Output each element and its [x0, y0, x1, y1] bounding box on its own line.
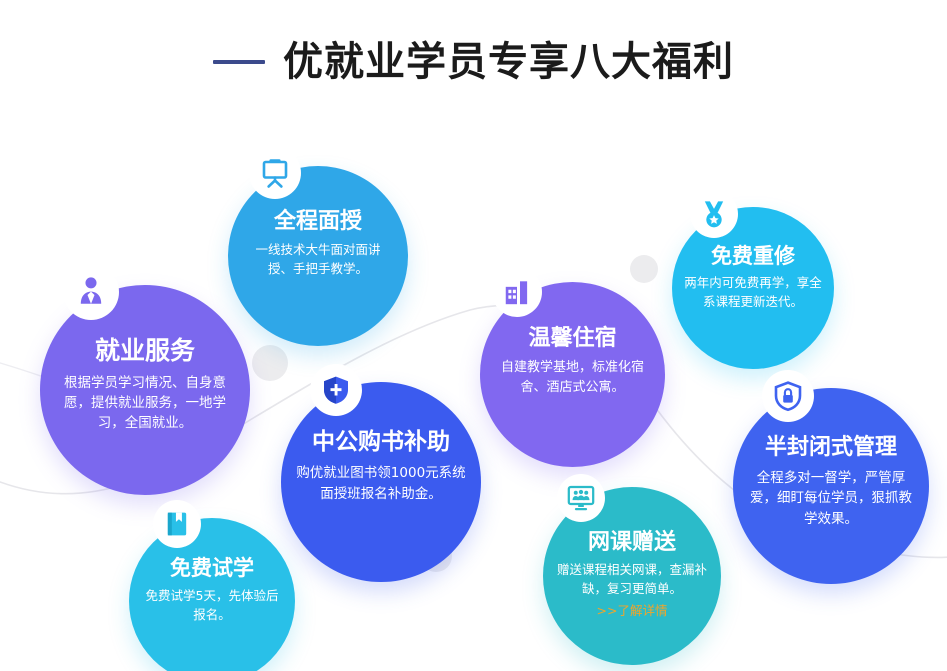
- benefit-title: 全程面授: [273, 209, 362, 234]
- benefit-title: 中公购书补助: [312, 429, 450, 455]
- benefit-bubble-free-trial-study[interactable]: 免费试学 免费试学5天，先体验后报名。: [129, 518, 295, 671]
- building-icon: [492, 267, 542, 317]
- benefit-bubble-free-retake[interactable]: 免费重修 两年内可免费再学，享全系课程更新迭代。: [672, 207, 834, 369]
- easel-board-icon: [249, 147, 301, 199]
- deco-circle-2: [630, 255, 658, 283]
- benefit-desc: 赠送课程相关网课，查漏补缺，复习更简单。: [557, 562, 708, 596]
- benefit-bubble-semi-closed-management[interactable]: 半封闭式管理 全程多对一督学，严管厚爱，细盯每位学员，狠抓教学效果。: [733, 388, 929, 584]
- benefit-bubble-cozy-accommodation[interactable]: 温馨住宿 自建教学基地，标准化宿舍、酒店式公寓。: [480, 282, 665, 467]
- benefit-desc: 两年内可免费再学，享全系课程更新迭代。: [684, 275, 822, 309]
- benefit-desc: 一线技术大牛面对面讲授、手把手教学。: [255, 242, 381, 276]
- book-icon: [153, 500, 201, 548]
- learn-more-link[interactable]: >>了解详情: [596, 602, 668, 618]
- benefit-desc: 免费试学5天，先体验后报名。: [145, 588, 279, 622]
- benefit-desc: 根据学员学习情况、自身意愿，提供就业服务，一地学习，全国就业。: [64, 374, 226, 432]
- page-header: 优就业学员专享八大福利: [0, 34, 947, 90]
- benefit-bubble-book-purchase-subsidy[interactable]: 中公购书补助 购优就业图书领1000元系统面授班报名补助金。: [281, 382, 481, 582]
- benefit-title: 就业服务: [94, 336, 195, 365]
- benefit-title: 温馨住宿: [528, 326, 617, 351]
- page-title: 优就业学员专享八大福利: [283, 39, 734, 85]
- benefit-desc: 自建教学基地，标准化宿舍、酒店式公寓。: [500, 360, 644, 395]
- benefit-desc: 购优就业图书领1000元系统面授班报名补助金。: [296, 465, 466, 502]
- benefit-title: 免费试学: [170, 556, 254, 580]
- benefit-title: 网课赠送: [587, 530, 676, 555]
- person-tie-icon: [63, 264, 119, 320]
- shield-lock-icon: [762, 370, 814, 422]
- benefit-title: 免费重修: [711, 244, 795, 268]
- benefit-bubble-full-face-to-face-teaching[interactable]: 全程面授 一线技术大牛面对面讲授、手把手教学。: [228, 166, 408, 346]
- title-dash-icon: [213, 60, 265, 64]
- deco-circle-1: [252, 345, 288, 381]
- monitor-people-icon: [557, 474, 605, 522]
- medal-icon: [690, 190, 738, 238]
- benefit-title: 半封闭式管理: [764, 435, 897, 460]
- shield-icon: [310, 364, 362, 416]
- benefit-desc: 全程多对一督学，严管厚爱，细盯每位学员，狠抓教学效果。: [750, 470, 912, 527]
- benefit-bubble-employment-service[interactable]: 就业服务 根据学员学习情况、自身意愿，提供就业服务，一地学习，全国就业。: [40, 285, 250, 495]
